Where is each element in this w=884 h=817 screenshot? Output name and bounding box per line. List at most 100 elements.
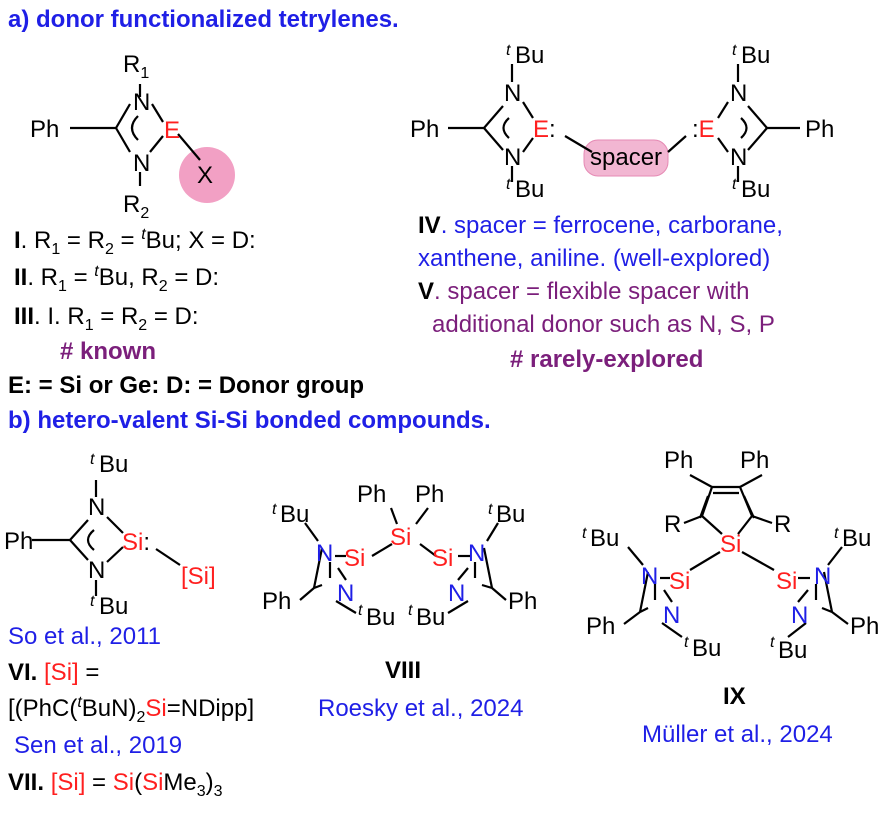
- svg-text:t: t: [408, 602, 413, 619]
- label-VIII: VIII: [385, 657, 421, 684]
- svg-text:Bu: Bu: [590, 525, 619, 552]
- svg-text:t: t: [90, 593, 95, 610]
- e-label: E: [164, 117, 180, 144]
- svg-text:N: N: [814, 563, 831, 590]
- svg-text:t: t: [506, 42, 511, 59]
- svg-text:N: N: [730, 80, 747, 107]
- svg-text:Bu: Bu: [496, 501, 525, 528]
- donor-highlight-circle: [179, 147, 235, 203]
- entry-II: II. R1 = tBu, R2 = D:: [14, 263, 219, 295]
- svg-text:Bu: Bu: [778, 637, 807, 664]
- svg-text:N: N: [88, 494, 105, 521]
- svg-text:Si: Si: [720, 531, 741, 558]
- svg-text:t: t: [684, 634, 689, 651]
- svg-text:t: t: [582, 525, 587, 542]
- entry-IV-line1: IV. spacer = ferrocene, carborane,: [418, 212, 783, 239]
- entry-III: III. I. R1 = R2 = D:: [14, 303, 199, 334]
- svg-text:Bu: Bu: [99, 593, 128, 620]
- n-top-label: N: [133, 89, 150, 116]
- svg-text:Bu: Bu: [842, 525, 871, 552]
- ph-label: Ph: [30, 116, 59, 143]
- svg-text:t: t: [834, 525, 839, 542]
- svg-text:[Si]: [Si]: [181, 563, 216, 590]
- svg-text:Ph: Ph: [4, 528, 33, 555]
- svg-text:Bu: Bu: [366, 604, 395, 631]
- entry-IV-line2: xanthene, aniline. (well-explored): [418, 245, 770, 272]
- svg-text:t: t: [272, 501, 277, 518]
- ref-muller: Müller et al., 2024: [642, 721, 833, 748]
- svg-text:Bu: Bu: [741, 176, 770, 203]
- entry-VI: VI. [Si] =: [8, 659, 99, 686]
- entry-V-line2: additional donor such as N, S, P: [432, 311, 775, 338]
- svg-text:t: t: [506, 176, 511, 193]
- svg-text:N: N: [504, 80, 521, 107]
- svg-text:N: N: [468, 540, 485, 567]
- entry-VII: VII. [Si] = Si(SiMe3)3: [8, 769, 223, 800]
- r1-label: R1: [123, 51, 149, 82]
- svg-text:N: N: [88, 557, 105, 584]
- svg-text:t: t: [488, 501, 493, 518]
- svg-text:N: N: [316, 540, 333, 567]
- svg-text:E:: E:: [533, 116, 556, 143]
- n-bottom-label: N: [133, 150, 150, 177]
- svg-text:Si: Si: [432, 545, 453, 572]
- svg-text:N: N: [337, 580, 354, 607]
- svg-text:Bu: Bu: [515, 176, 544, 203]
- svg-text:Ph: Ph: [415, 481, 444, 508]
- known-tag: # known: [60, 338, 156, 365]
- svg-text:N: N: [448, 580, 465, 607]
- svg-text:Ph: Ph: [805, 116, 834, 143]
- svg-text:t: t: [732, 176, 737, 193]
- svg-text:Bu: Bu: [692, 635, 721, 662]
- x-label: X: [197, 162, 213, 189]
- svg-text:N: N: [663, 602, 680, 629]
- spacer-label: spacer: [590, 144, 662, 171]
- svg-text::E: :E: [692, 116, 715, 143]
- svg-text:Ph: Ph: [508, 588, 537, 615]
- svg-text:Ph: Ph: [410, 116, 439, 143]
- ref-sen: Sen et al., 2019: [14, 732, 182, 759]
- svg-text:N: N: [641, 563, 658, 590]
- svg-text:Ph: Ph: [586, 613, 615, 640]
- structure-VI-VII: t Bu N N Ph Si: [Si] t Bu: [4, 451, 216, 620]
- structure-VIII: Ph Ph Si Si Si N N N N t Bu t Bu Ph Ph t…: [262, 481, 537, 631]
- svg-text:Si:: Si:: [122, 529, 150, 556]
- svg-text:Bu: Bu: [515, 42, 544, 69]
- svg-text:Ph: Ph: [740, 447, 769, 474]
- svg-text:Ph: Ph: [664, 447, 693, 474]
- entry-VI-formula: [(PhC(tBuN)2Si=NDipp]: [8, 694, 254, 726]
- definition-line: E: = Si or Ge: D: = Donor group: [8, 372, 364, 399]
- ref-roesky: Roesky et al., 2024: [318, 695, 523, 722]
- section-b-heading: b) hetero-valent Si-Si bonded compounds.: [8, 407, 491, 434]
- label-IX: IX: [723, 683, 746, 710]
- svg-text:t: t: [770, 634, 775, 651]
- svg-text:N: N: [730, 144, 747, 171]
- svg-text:Ph: Ph: [850, 613, 879, 640]
- svg-text:N: N: [504, 144, 521, 171]
- entry-I: I. R1 = R2 = tBu; X = D:: [14, 226, 256, 258]
- svg-text:Si: Si: [344, 545, 365, 572]
- svg-text:R: R: [664, 511, 681, 538]
- entry-V-line1: V. spacer = flexible spacer with: [418, 278, 750, 305]
- svg-text:R: R: [774, 511, 791, 538]
- rarely-explored-tag: # rarely-explored: [510, 346, 703, 373]
- ref-so: So et al., 2011: [8, 623, 161, 650]
- svg-text:Bu: Bu: [741, 42, 770, 69]
- svg-text:Bu: Bu: [416, 604, 445, 631]
- structure-IV-V: t Bu N N t Bu Ph E: spacer :E t Bu N N t…: [410, 42, 834, 203]
- svg-text:Ph: Ph: [262, 588, 291, 615]
- svg-text:t: t: [732, 42, 737, 59]
- svg-text:Ph: Ph: [357, 481, 386, 508]
- svg-text:Si: Si: [669, 568, 690, 595]
- svg-text:Bu: Bu: [99, 451, 128, 478]
- structure-IX: Ph Ph R R Si Si Si N N N N t Bu t Bu Ph …: [582, 447, 879, 664]
- svg-text:Si: Si: [390, 524, 411, 551]
- svg-text:N: N: [791, 602, 808, 629]
- structure-I-III: R1 N N Ph E X R2: [30, 51, 235, 222]
- svg-text:Si: Si: [776, 568, 797, 595]
- svg-text:Bu: Bu: [280, 501, 309, 528]
- spacer-highlight: [583, 139, 669, 177]
- r2-label: R2: [123, 191, 149, 222]
- svg-text:t: t: [358, 602, 363, 619]
